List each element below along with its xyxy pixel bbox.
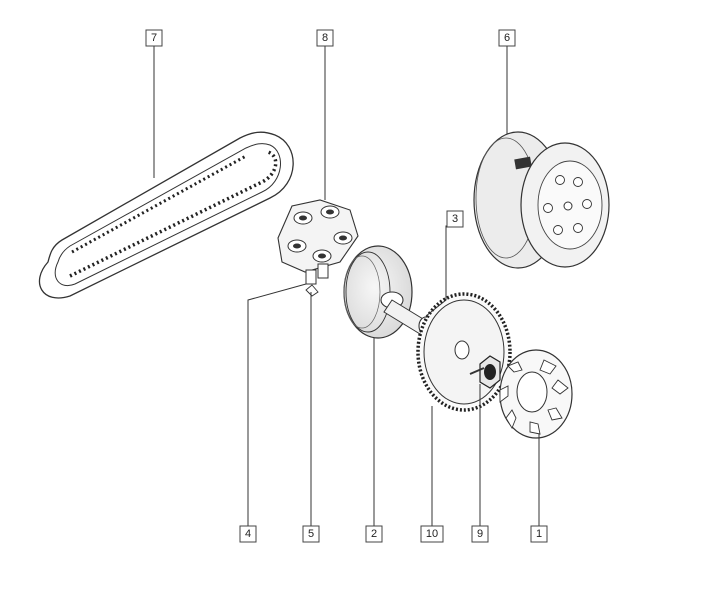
- movable-pulley: [343, 245, 413, 339]
- callout-2: 2: [365, 525, 383, 543]
- drive-nut: [469, 355, 501, 389]
- cooling-fan: [499, 349, 573, 439]
- callout-label: 8: [322, 32, 328, 44]
- callout-label: 5: [308, 528, 314, 540]
- callout-4: 4: [239, 525, 257, 543]
- callout-label: 6: [504, 32, 510, 44]
- callout-label: 7: [151, 32, 157, 44]
- roller-holder: [277, 199, 359, 297]
- callout-1: 1: [530, 525, 548, 543]
- clutch-assembly: [473, 131, 610, 269]
- callout-9: 9: [471, 525, 489, 543]
- callout-6: 6: [498, 29, 516, 47]
- callout-3: 3: [446, 210, 464, 228]
- callout-label: 2: [371, 528, 377, 540]
- callout-label: 4: [245, 528, 251, 540]
- callout-label: 9: [477, 528, 483, 540]
- callout-10: 10: [420, 525, 444, 543]
- callout-label: 10: [426, 528, 438, 540]
- callout-label: 1: [536, 528, 542, 540]
- callout-8: 8: [316, 29, 334, 47]
- drive-belt: [38, 131, 294, 299]
- callout-label: 3: [452, 213, 458, 225]
- callout-7: 7: [145, 29, 163, 47]
- callout-5: 5: [302, 525, 320, 543]
